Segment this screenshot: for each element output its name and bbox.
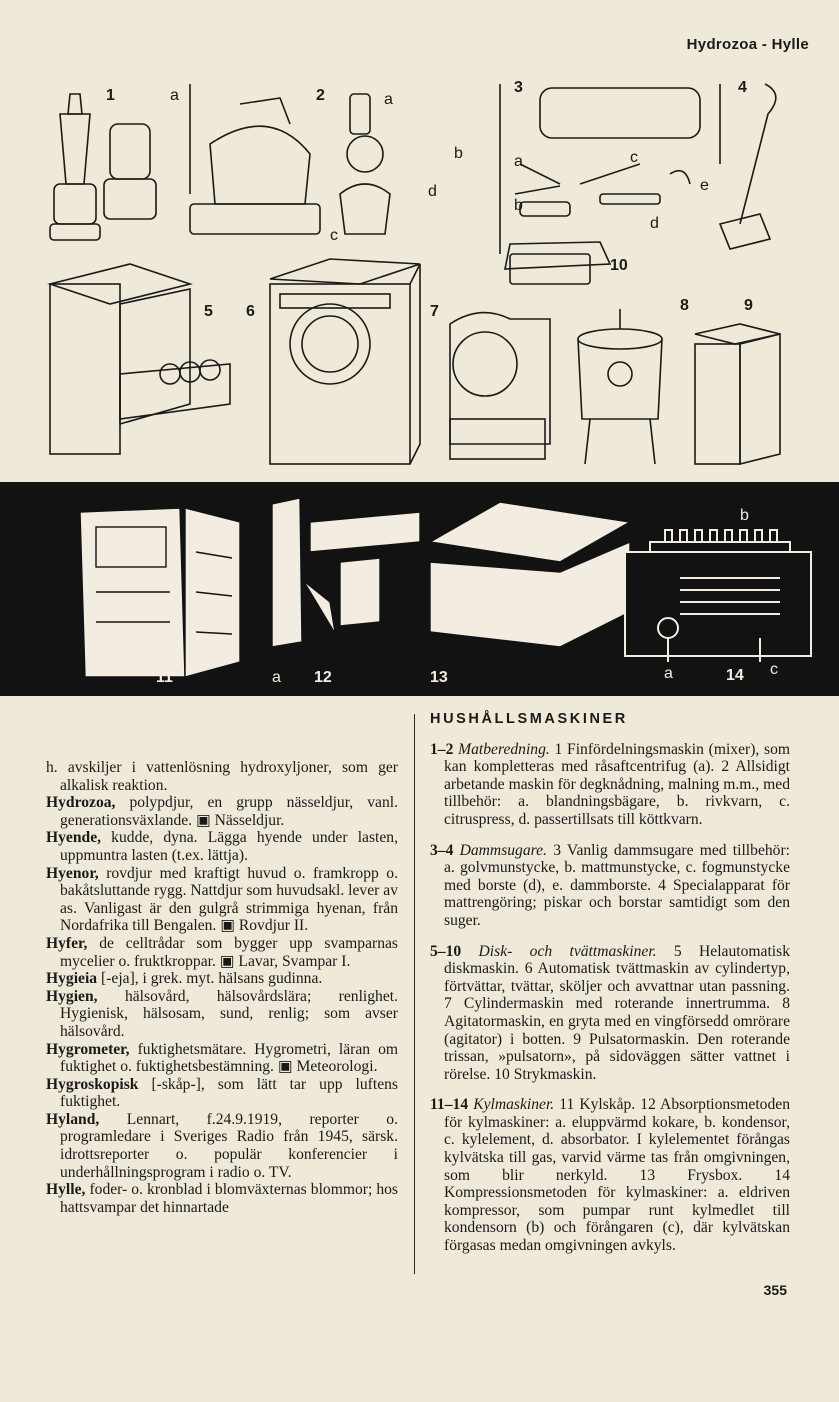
agitator-machine-drawing: [577, 309, 663, 465]
fig-label: a: [384, 91, 393, 108]
carpet-cleaner-drawing: [718, 83, 777, 250]
fig-label: 9: [744, 297, 753, 314]
fig-label: 2: [316, 87, 325, 104]
fig-label: a: [664, 665, 673, 682]
encyclopedia-entry: Hygroskopisk [-skåp-], som lätt tar upp …: [46, 1075, 398, 1111]
encyclopedia-entry: Hygrometer, fuktighetsmätare. Hygrometri…: [46, 1040, 398, 1076]
encyclopedia-entry: Hyfer, de celltrådar som bygger upp svam…: [46, 934, 398, 970]
encyclopedia-entry: Hyende, kudde, dyna. Lägga hyende under …: [46, 829, 398, 864]
encyclopedia-entry: Hygien, hälsovård, hälsovårdslära; renli…: [46, 987, 398, 1040]
fig-label: b: [740, 507, 749, 524]
fig-label: 13: [430, 669, 448, 686]
fig-label: c: [380, 573, 388, 590]
fig-label: 12: [314, 669, 332, 686]
fig-label: d: [384, 603, 393, 620]
compression-diagram: [624, 529, 812, 662]
fig-label: 1: [106, 87, 115, 104]
encyclopedia-left-column: h. avskiljer i vattenlösning hydroxyljon…: [46, 759, 398, 1216]
encyclopedia-entry: h. avskiljer i vattenlösning hydroxyljon…: [46, 759, 398, 794]
fig-label: c: [330, 227, 338, 244]
fig-label: a: [272, 669, 281, 686]
fig-label: 6: [246, 303, 255, 320]
fig-label: b: [378, 495, 388, 512]
encyclopedia-entry: Hydrozoa, polypdjur, en grupp nässeldjur…: [46, 794, 398, 829]
absorption-unit-drawing: [271, 497, 421, 648]
pulsator-machine-drawing: [694, 323, 781, 466]
fig-label: b: [454, 145, 463, 162]
fig-label: 14: [726, 667, 744, 684]
caption-paragraph: 11–14 Kylmaskiner. 11 Kylskåp. 12 Absorp…: [430, 1096, 790, 1255]
fig-label: 5: [204, 303, 213, 320]
fig-label: c: [770, 661, 778, 678]
fig-label: 7: [430, 303, 439, 320]
figure-caption-column: HUSHÅLLSMASKINER 1–2 Matberedning. 1 Fin…: [430, 711, 790, 1268]
encyclopedia-entry: Hylle, foder- o. kronblad i blomväxterna…: [46, 1181, 398, 1216]
refrigeration-illustration: 11 a 12 b c d 13 b a 14 c: [0, 482, 839, 696]
fig-label: d: [650, 215, 659, 232]
refrigerator-drawing: [79, 507, 241, 678]
caption-paragraph: 1–2 Matberedning. 1 Finfördelningsmaskin…: [430, 740, 790, 828]
kitchen-machine-drawing: [189, 93, 391, 235]
washing-machine-drawing: [269, 258, 421, 465]
section-title: HUSHÅLLSMASKINER: [430, 711, 628, 727]
vacuum-cleaner-drawing: [504, 87, 701, 285]
appliance-illustration: 1 a 2 a b c d 3 4 a b c d e 5 6 7 8 9 10: [40, 74, 800, 480]
page-number: 355: [763, 1282, 787, 1298]
fig-label: a: [514, 153, 523, 170]
dishwasher-drawing: [47, 263, 231, 455]
fig-label: c: [630, 149, 638, 166]
column-divider: [414, 714, 415, 1274]
caption-paragraph: 5–10 Disk- och tvättmaskiner. 5 Helautom…: [430, 942, 790, 1083]
page-header: Hydrozoa - Hylle: [686, 36, 809, 53]
cylinder-machine-drawing: [449, 311, 551, 460]
encyclopedia-entry: Hyenor, rovdjur med kraftigt huvud o. fr…: [46, 864, 398, 935]
encyclopedia-entry: Hygieia [-eja], i grek. myt. hälsans gud…: [46, 970, 323, 988]
fig-label: 3: [514, 79, 523, 96]
mixer-drawing: [49, 93, 157, 241]
fig-label: b: [514, 197, 523, 214]
fig-label: d: [428, 183, 437, 200]
fig-label: 10: [610, 257, 628, 274]
fig-label: 4: [738, 79, 747, 96]
encyclopedia-entry: Hyland, Lennart, f.24.9.1919, reporter o…: [46, 1110, 398, 1181]
fig-label: e: [700, 177, 709, 194]
fig-label: 8: [680, 297, 689, 314]
caption-paragraph: 3–4 Dammsugare. 3 Vanlig dammsugare med …: [430, 841, 790, 929]
fig-label: a: [170, 87, 179, 104]
chest-freezer-drawing: [427, 501, 633, 648]
fig-label: 11: [156, 669, 173, 686]
